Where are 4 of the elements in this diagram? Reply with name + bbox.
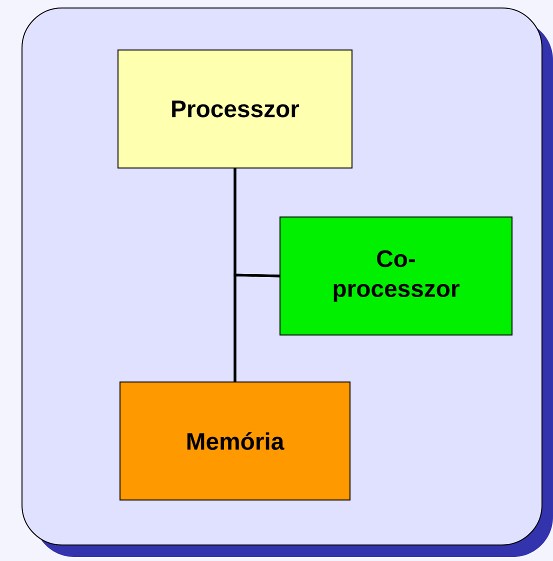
process-box: Co-processzor: [280, 216, 512, 336]
process-box: Processzor: [118, 50, 352, 168]
connector-line: [234, 274, 280, 382]
process-box: Memória: [120, 382, 350, 500]
